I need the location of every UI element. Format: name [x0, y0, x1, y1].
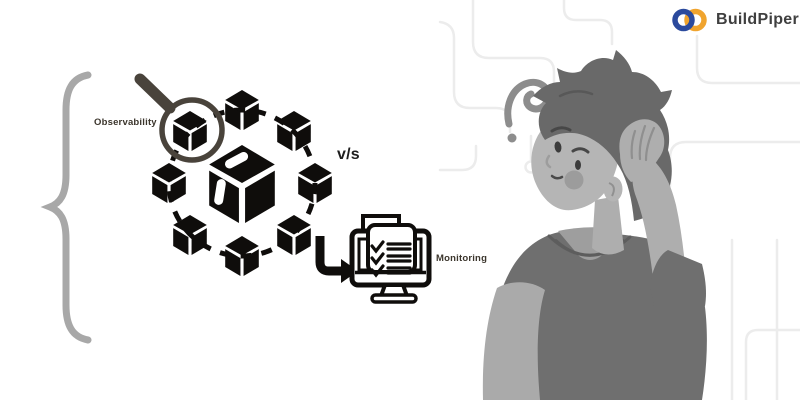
person-left-forearm	[482, 282, 545, 400]
person-neck	[592, 196, 624, 255]
monitor-checklist-icon	[349, 214, 432, 304]
person-right-sleeve	[650, 250, 706, 306]
center-cube-icon	[209, 145, 275, 223]
observability-label: Observability	[94, 117, 157, 128]
cube-cluster-icon	[134, 73, 332, 276]
versus-label: v/s	[337, 146, 360, 163]
curly-brace	[40, 71, 92, 344]
person-shirt	[486, 230, 707, 400]
brand-logo: BuildPiper	[672, 6, 799, 34]
person-facial-features	[545, 126, 590, 190]
brand-name: BuildPiper	[716, 11, 800, 28]
infinity-logo-icon	[672, 8, 707, 32]
person-hand	[619, 119, 665, 182]
magnifier-icon	[134, 73, 225, 163]
monitoring-label: Monitoring	[436, 253, 488, 264]
confused-person-illustration	[482, 50, 707, 400]
